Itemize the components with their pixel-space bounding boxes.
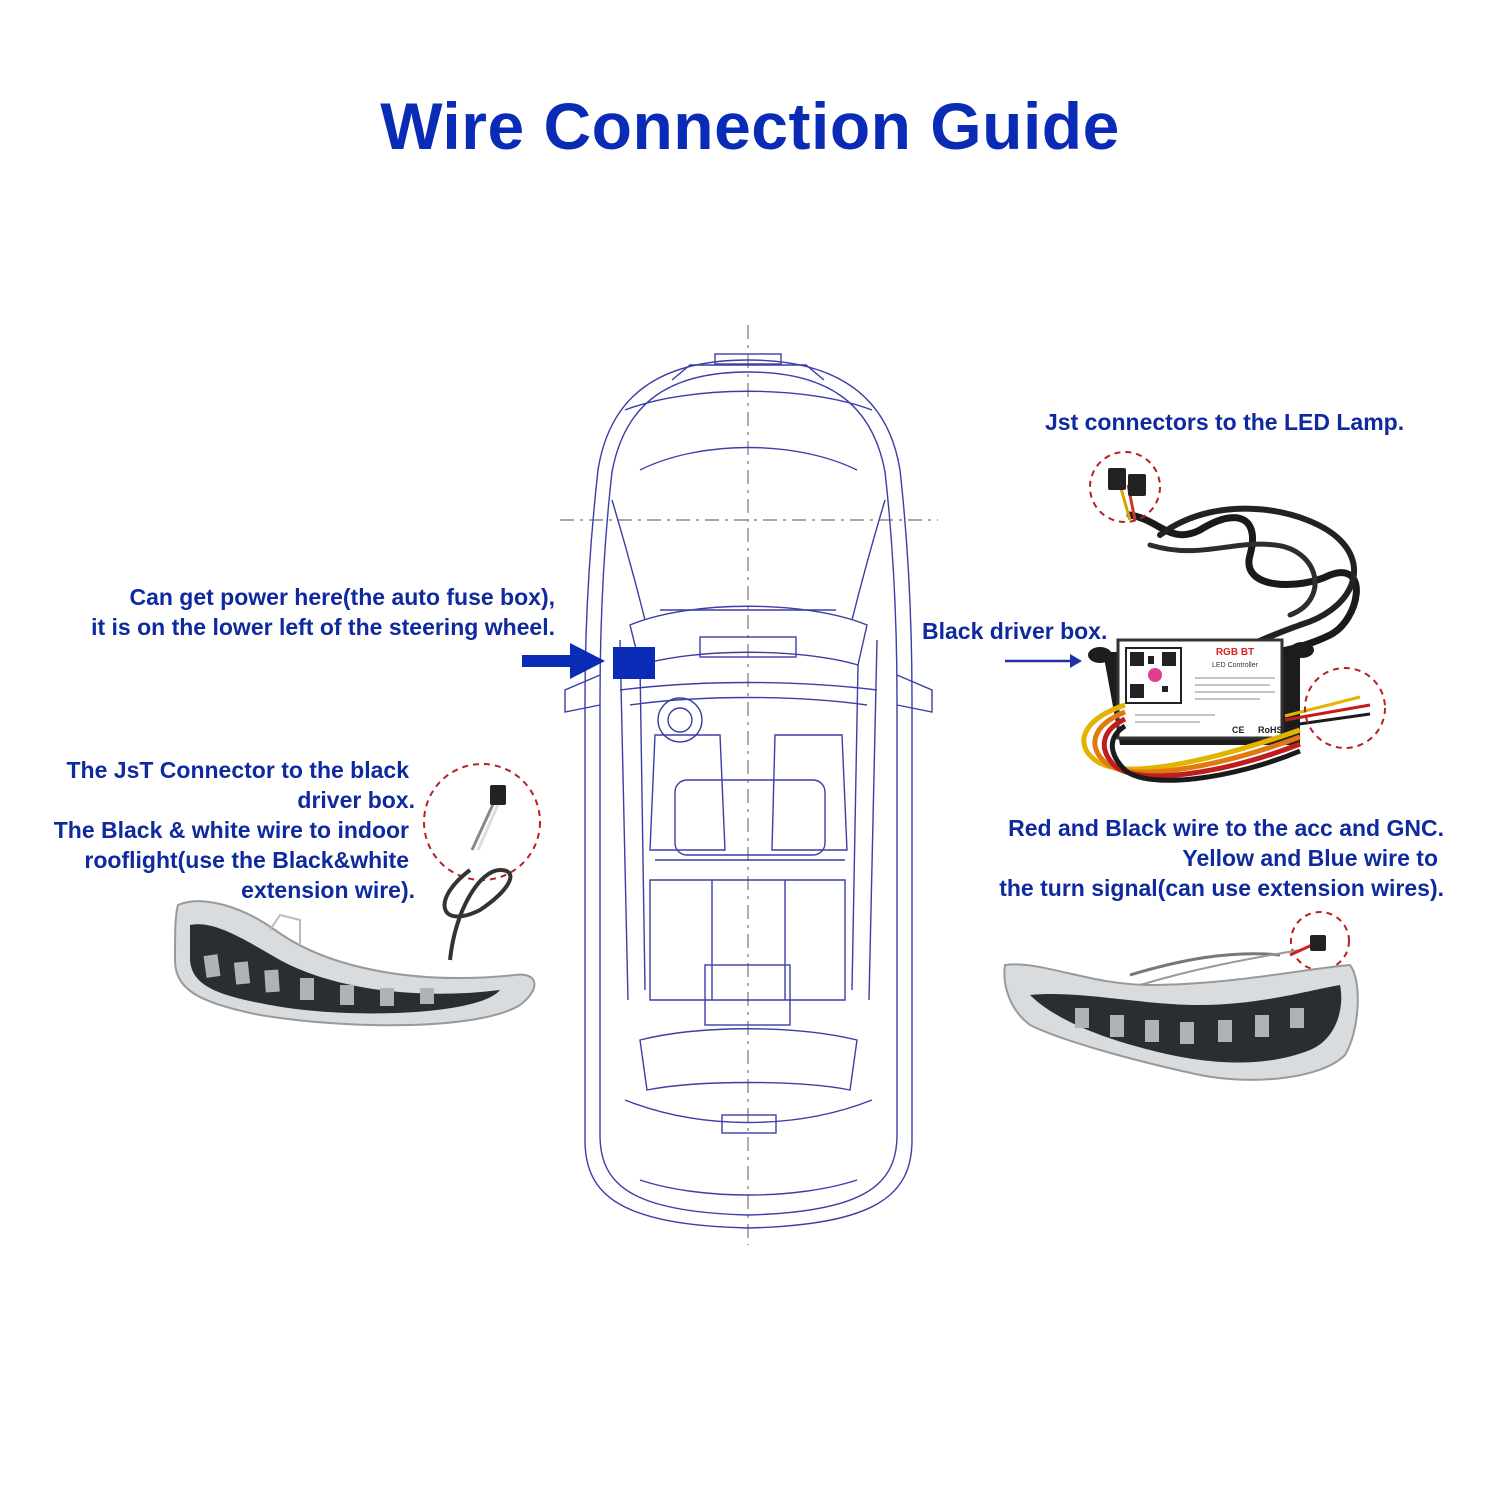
fuse-box-callout-line1: Can get power here(the auto fuse box),	[129, 584, 555, 610]
jst-black-callout-line2: driver box.	[297, 787, 415, 813]
driver-box-product: LED Controller	[1212, 662, 1259, 669]
jst-led-callout-line1: Jst connectors to the LED Lamp.	[1045, 409, 1405, 435]
fuse-box-callout-line2: it is on the lower left of the steering …	[91, 614, 555, 640]
driver-box-callout: Black driver box.	[922, 616, 1107, 646]
red-black-callout-line1: Red and Black wire to the acc and GNC.	[1008, 815, 1444, 841]
driver-box-callout-line1: Black driver box.	[922, 618, 1108, 644]
red-black-callout-line2: Yellow and Blue wire to	[1182, 845, 1438, 871]
jst-black-callout: The JsT Connector to the black driver bo…	[54, 755, 415, 905]
red-black-callout: Red and Black wire to the acc and GNC. Y…	[999, 813, 1444, 903]
driver-box-brand: RGB BT	[1216, 647, 1254, 658]
fuse-box-arrow	[522, 643, 655, 679]
driver-box-arrow	[1005, 654, 1082, 668]
driver-box-ce-mark: CE	[1232, 725, 1245, 735]
jst-black-callout-line1: The JsT Connector to the black	[66, 757, 410, 783]
jst-black-callout-line4: rooflight(use the Black&white	[84, 847, 409, 873]
right-mirror-lamp	[1003, 935, 1359, 1081]
jst-black-callout-line5: extension wire).	[241, 877, 415, 903]
fuse-box-callout: Can get power here(the auto fuse box), i…	[91, 582, 555, 642]
car-top-view	[560, 325, 938, 1245]
jst-black-callout-line3: The Black & white wire to indoor	[53, 817, 409, 843]
page-title: Wire Connection Guide	[380, 89, 1120, 163]
driver-box-rohs-mark: RoHS	[1258, 725, 1283, 735]
driver-box-wiring: RGB BT LED Controller CE RoHS	[1081, 468, 1371, 783]
jst-led-callout: Jst connectors to the LED Lamp.	[1045, 407, 1404, 437]
red-black-callout-line3: the turn signal(can use extension wires)…	[999, 875, 1444, 901]
left-mirror-lamp	[173, 785, 536, 1027]
